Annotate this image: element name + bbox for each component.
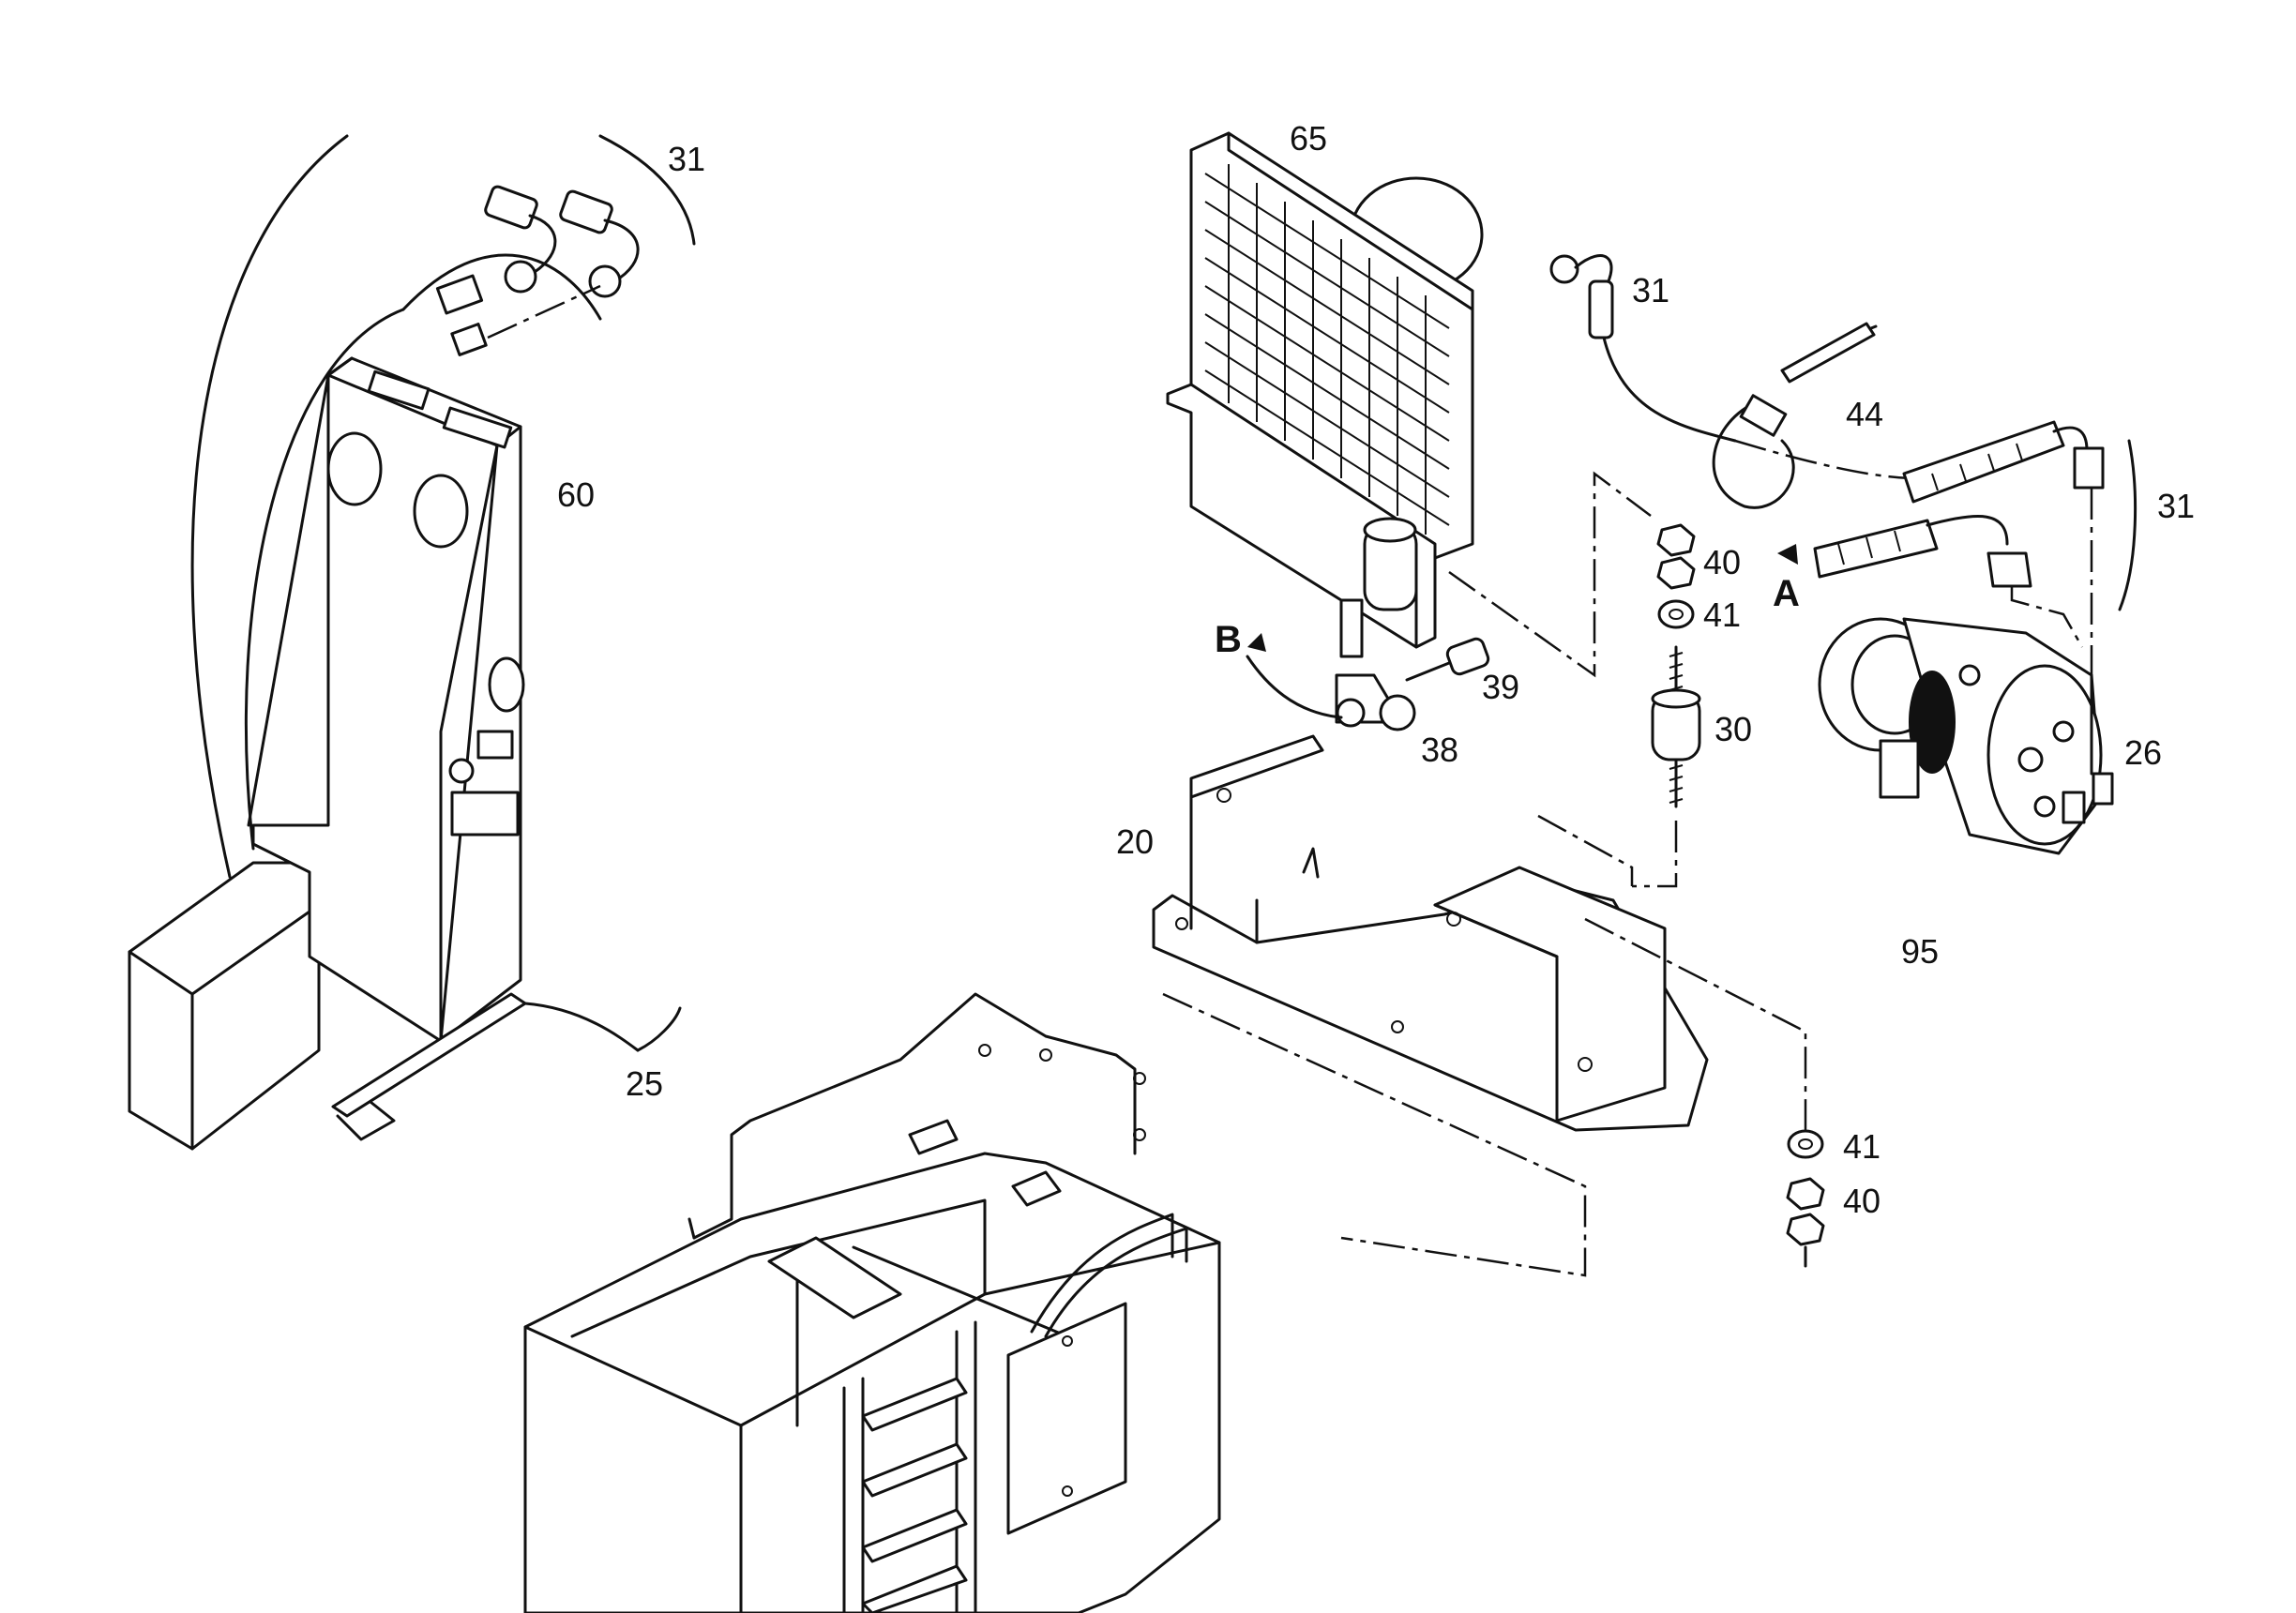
control-console-60 xyxy=(128,134,682,1151)
callout-31-mid: 31 xyxy=(1632,271,1669,309)
callout-60: 60 xyxy=(557,475,595,514)
centerline-frame xyxy=(1162,992,1587,1277)
view-label-a: A xyxy=(1773,573,1800,614)
callout-31-right: 31 xyxy=(2157,487,2195,525)
centerline-lower-stack xyxy=(1584,917,1807,1130)
callout-95: 95 xyxy=(1901,932,1939,971)
callout-40-lower: 40 xyxy=(1843,1182,1881,1220)
callout-41-lower: 41 xyxy=(1843,1127,1881,1166)
callout-38: 38 xyxy=(1421,731,1458,769)
callout-41-upper: 41 xyxy=(1703,595,1741,634)
machine-frame xyxy=(523,992,1221,1613)
callout-31-top: 31 xyxy=(668,140,705,178)
washer-41-lower xyxy=(1787,1129,1824,1159)
condenser-unit-65 xyxy=(1166,131,1652,731)
callout-26: 26 xyxy=(2124,733,2162,772)
callout-20: 20 xyxy=(1116,822,1154,861)
callout-65: 65 xyxy=(1290,119,1327,158)
isolator-30 xyxy=(1537,645,1701,888)
hose-assembly-31-mid xyxy=(1549,254,2137,750)
callout-44: 44 xyxy=(1846,395,1883,433)
cable-tie-44 xyxy=(1712,322,1878,509)
callout-30: 30 xyxy=(1714,710,1752,748)
nut-40-upper xyxy=(1656,523,1696,590)
condenser-grille xyxy=(1204,164,1450,535)
view-label-b: B xyxy=(1215,619,1242,660)
callout-25: 25 xyxy=(626,1064,663,1103)
washer-41-upper xyxy=(1657,599,1695,629)
nut-40-lower xyxy=(1786,1177,1825,1268)
hose-assembly-A xyxy=(1777,515,2084,648)
callout-40-upper: 40 xyxy=(1703,543,1741,581)
compressor-95 xyxy=(1818,617,2114,855)
hose-fittings-31-top xyxy=(435,134,696,356)
mounting-bracket-20 xyxy=(1152,734,1709,1132)
callout-39: 39 xyxy=(1482,668,1519,706)
